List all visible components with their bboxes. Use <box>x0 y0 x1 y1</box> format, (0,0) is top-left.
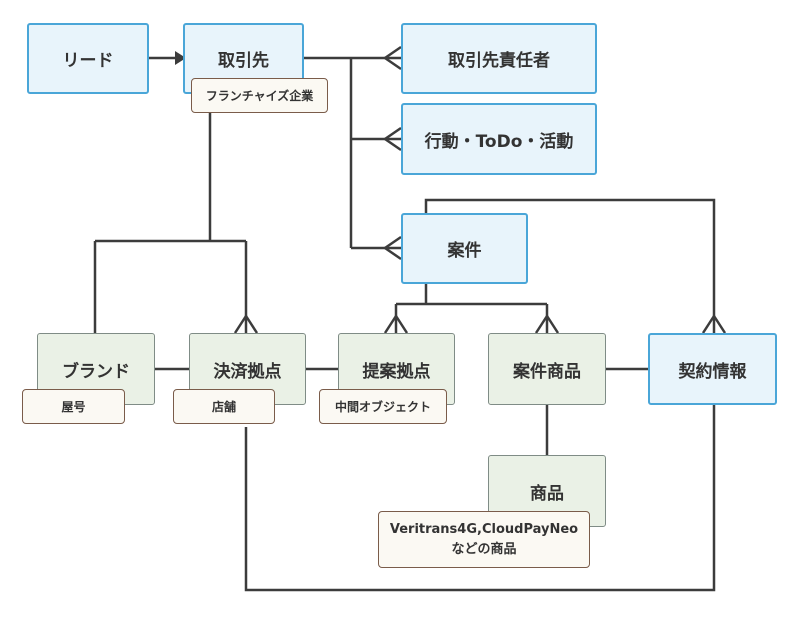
entity-proposal-site-label: 提案拠点 <box>362 361 431 382</box>
entity-settlement-site-label: 決済拠点 <box>213 361 282 382</box>
arrowhead-lead-account <box>175 51 186 65</box>
note-intermediate: 中間オブジェクト <box>319 389 447 424</box>
note-product-line2: などの商品 <box>451 541 517 557</box>
line-opportunity-contract <box>424 198 716 333</box>
entity-contract-info-label: 契約情報 <box>678 361 747 382</box>
crowfoot-opportunity <box>382 235 402 261</box>
entity-contract-info: 契約情報 <box>648 333 777 405</box>
entity-contact-label: 取引先責任者 <box>448 51 550 71</box>
crowfoot-activity <box>382 126 402 152</box>
note-product: Veritrans4G,CloudPayNeo などの商品 <box>378 511 590 568</box>
note-store: 店舗 <box>173 389 275 424</box>
entity-opportunity-label: 案件 <box>447 241 482 261</box>
entity-opportunity: 案件 <box>401 213 528 284</box>
crowfoot-oppproduct <box>534 313 560 334</box>
entity-contact: 取引先責任者 <box>401 23 597 94</box>
note-intermediate-text: 中間オブジェクト <box>334 399 431 414</box>
note-trade-name: 屋号 <box>22 389 125 424</box>
entity-lead: リード <box>27 23 149 94</box>
note-franchise-text: フランチャイズ企業 <box>205 88 314 103</box>
entity-opportunity-product-label: 案件商品 <box>513 361 581 382</box>
crowfoot-contract <box>701 313 727 334</box>
note-product-line1: Veritrans4G,CloudPayNeo <box>389 522 579 537</box>
entity-account-label: 取引先 <box>218 51 269 71</box>
crowfoot-settlement <box>233 313 259 334</box>
entity-product-label: 商品 <box>530 483 564 504</box>
entity-brand-label: ブランド <box>62 361 130 382</box>
note-trade-name-text: 屋号 <box>61 399 86 414</box>
crowfoot-proposal <box>383 313 409 334</box>
line-settlement-contract <box>244 405 716 592</box>
crowfoot-contact <box>382 45 402 71</box>
note-store-text: 店舗 <box>211 399 236 414</box>
entity-activity: 行動・ToDo・活動 <box>401 103 597 175</box>
note-franchise: フランチャイズ企業 <box>191 78 328 113</box>
entity-opportunity-product: 案件商品 <box>488 333 606 405</box>
entity-lead-label: リード <box>62 51 114 71</box>
entity-activity-label: 行動・ToDo・活動 <box>424 131 574 152</box>
